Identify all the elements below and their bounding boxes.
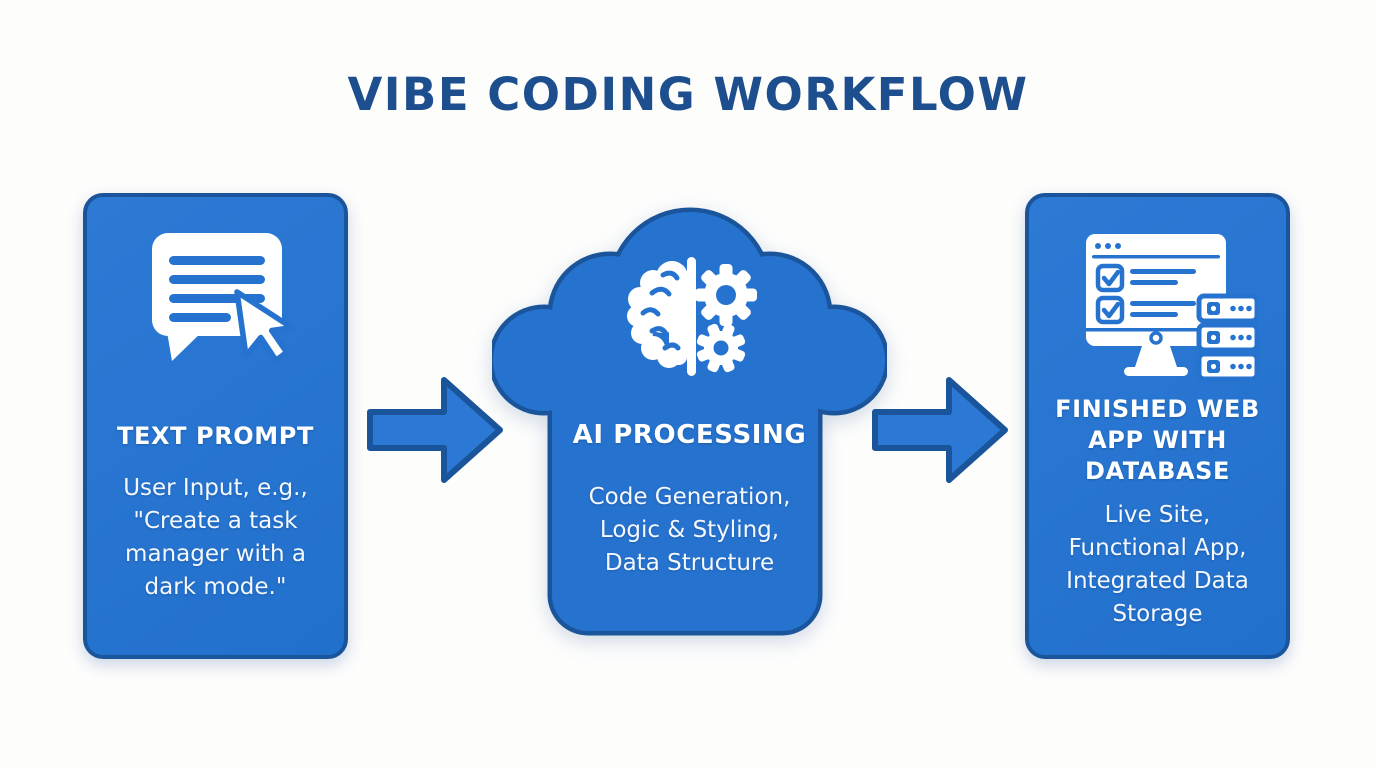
monitor-server-icon [1086,234,1259,382]
chat-bubble-with-cursor-icon [152,233,294,364]
stage-body: Live Site, Functional App, Integrated Da… [1066,502,1249,627]
arrow-right-icon [367,377,503,483]
stage-heading: FINISHED WEB APP WITH DATABASE [1055,395,1260,485]
page-title: VIBE CODING WORKFLOW [347,68,1029,121]
arrow-right-icon [872,377,1008,483]
brain-gears-icon [627,257,757,376]
stage-body: User Input, e.g., "Create a task manager… [123,475,308,600]
stage-card-finished-web-app: FINISHED WEB APP WITH DATABASE Live Site… [1025,193,1290,659]
stage-heading: TEXT PROMPT [117,422,314,450]
stage-card-text-prompt: TEXT PROMPT User Input, e.g., "Create a … [83,193,348,659]
stage-body: Code Generation, Logic & Styling, Data S… [588,484,791,576]
stage-heading: AI PROCESSING [572,420,807,450]
stage-cloud-ai-processing: AI PROCESSING Code Generation, Logic & S… [492,206,887,638]
